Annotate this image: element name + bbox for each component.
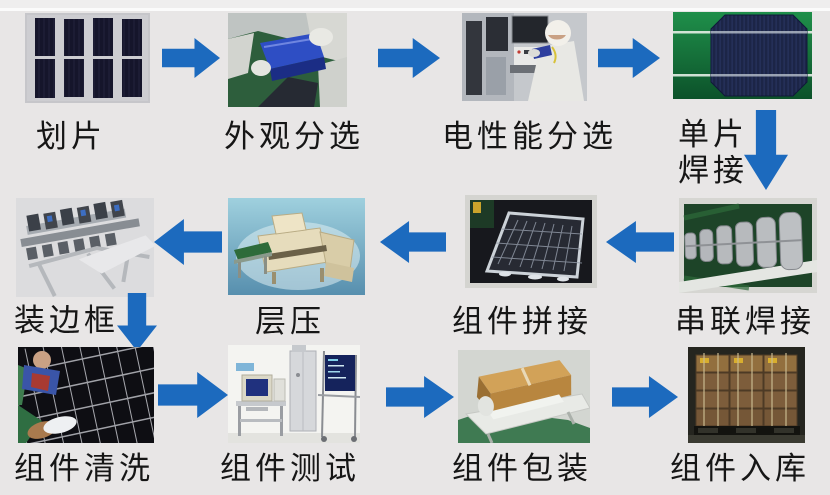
- top-strip: [0, 0, 830, 11]
- module-packing-photo: [458, 350, 590, 443]
- module-warehousing-photo: [688, 347, 805, 443]
- step-label-module-cleaning: 组件清洗: [14, 451, 154, 486]
- module-layup-photo: [465, 195, 597, 288]
- step-label-visual-sorting: 外观分选: [224, 119, 364, 154]
- step-label-lamination: 层压: [255, 304, 325, 339]
- module-testing-photo: [228, 345, 360, 443]
- step-label-dicing: 划片: [36, 119, 106, 154]
- step-label-string-soldering: 串联焊接: [675, 304, 815, 339]
- flow-arrow-right-4: [158, 372, 228, 418]
- string-soldering-photo: [679, 198, 817, 293]
- flow-arrow-right-5: [386, 376, 454, 418]
- framing-machine-photo: [16, 198, 154, 297]
- single-cell-soldering-photo: [673, 12, 812, 99]
- flow-arrow-right-6: [612, 376, 678, 418]
- electrical-test-sorting-photo: [462, 13, 587, 101]
- step-label-module-warehousing: 组件入库: [670, 451, 810, 486]
- step-label-module-testing: 组件测试: [220, 451, 360, 486]
- step-label-module-layup: 组件拼接: [452, 304, 592, 339]
- laminator-machine-photo: [228, 198, 365, 295]
- module-cleaning-photo: [18, 347, 154, 443]
- visual-inspection-photo: [228, 13, 347, 107]
- step-label-single-cell-soldering: 单片焊接: [678, 117, 748, 188]
- step-label-electrical-sorting: 电性能分选: [442, 119, 617, 154]
- diced-cell-strips-photo: [25, 13, 150, 103]
- step-label-framing: 装边框: [14, 303, 119, 338]
- step-label-module-packing: 组件包装: [452, 451, 592, 486]
